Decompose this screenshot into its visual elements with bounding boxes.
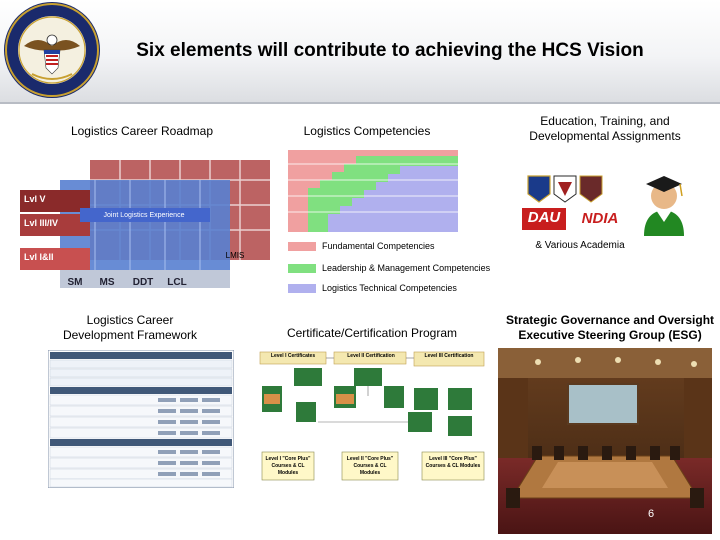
roadmap-col-sm: SM [67, 277, 83, 288]
roadmap-col-ms: MS [99, 277, 115, 288]
cert-core-2: Level II "Core Plus" Courses & CL Module… [346, 456, 394, 476]
ndia-logo-text: NDIA [581, 210, 619, 227]
framework-table-graphic [48, 350, 234, 488]
legend-swatch-fundamental [288, 242, 316, 252]
roadmap-level-3-4: Lvl III/IV [24, 218, 59, 228]
legend-swatch-leadership [288, 264, 316, 274]
roadmap-band-label: Joint Logistics Experience [103, 212, 185, 219]
legend-technical: Logistics Technical Competencies [288, 282, 457, 294]
governance-title: Strategic Governance and Oversight Execu… [505, 313, 715, 342]
cert-level-3-label: Level III Certification [424, 353, 474, 359]
cert-core-3: Level III "Core Plus" Courses & CL Modul… [425, 456, 481, 469]
legend-swatch-technical [288, 284, 316, 294]
education-title: Education, Training, and Developmental A… [529, 114, 681, 143]
page-number: 6 [648, 508, 655, 520]
roadmap-col-lcl: LCL [167, 277, 187, 288]
roadmap-lmis-tag: LMIS [225, 251, 245, 260]
competencies-staircase-graphic [288, 150, 458, 232]
page-title: Six elements will contribute to achievin… [136, 40, 644, 61]
competencies-title: Logistics Competencies [303, 124, 431, 138]
legend-leadership: Leadership & Management Competencies [288, 262, 490, 274]
career-roadmap-graphic [20, 150, 280, 290]
roadmap-level-1-2: Lvl I&II [24, 252, 54, 262]
legend-fundamental: Fundamental Competencies [288, 240, 435, 252]
cert-level-1-label: Level I Certificates [270, 353, 316, 359]
education-caption: & Various Academia [535, 240, 625, 251]
roadmap-level-5: Lvl V [24, 194, 46, 204]
roadmap-title: Logistics Career Roadmap [70, 124, 214, 138]
framework-title: Logistics Career Development Framework [62, 313, 198, 342]
dau-logo-text: DAU [527, 209, 561, 226]
boardroom-photo [498, 348, 712, 534]
dod-seal-icon [4, 2, 100, 98]
roadmap-col-ddt: DDT [132, 277, 154, 288]
cert-core-1: Level I "Core Plus" Courses & CL Modules [265, 456, 311, 476]
certification-diagram-graphic [258, 350, 486, 488]
cert-level-2-label: Level II Certification [347, 353, 395, 359]
education-logos-graphic [522, 175, 684, 236]
header-band: Six elements will contribute to achievin… [0, 0, 720, 104]
certification-title: Certificate/Certification Program [286, 326, 458, 340]
